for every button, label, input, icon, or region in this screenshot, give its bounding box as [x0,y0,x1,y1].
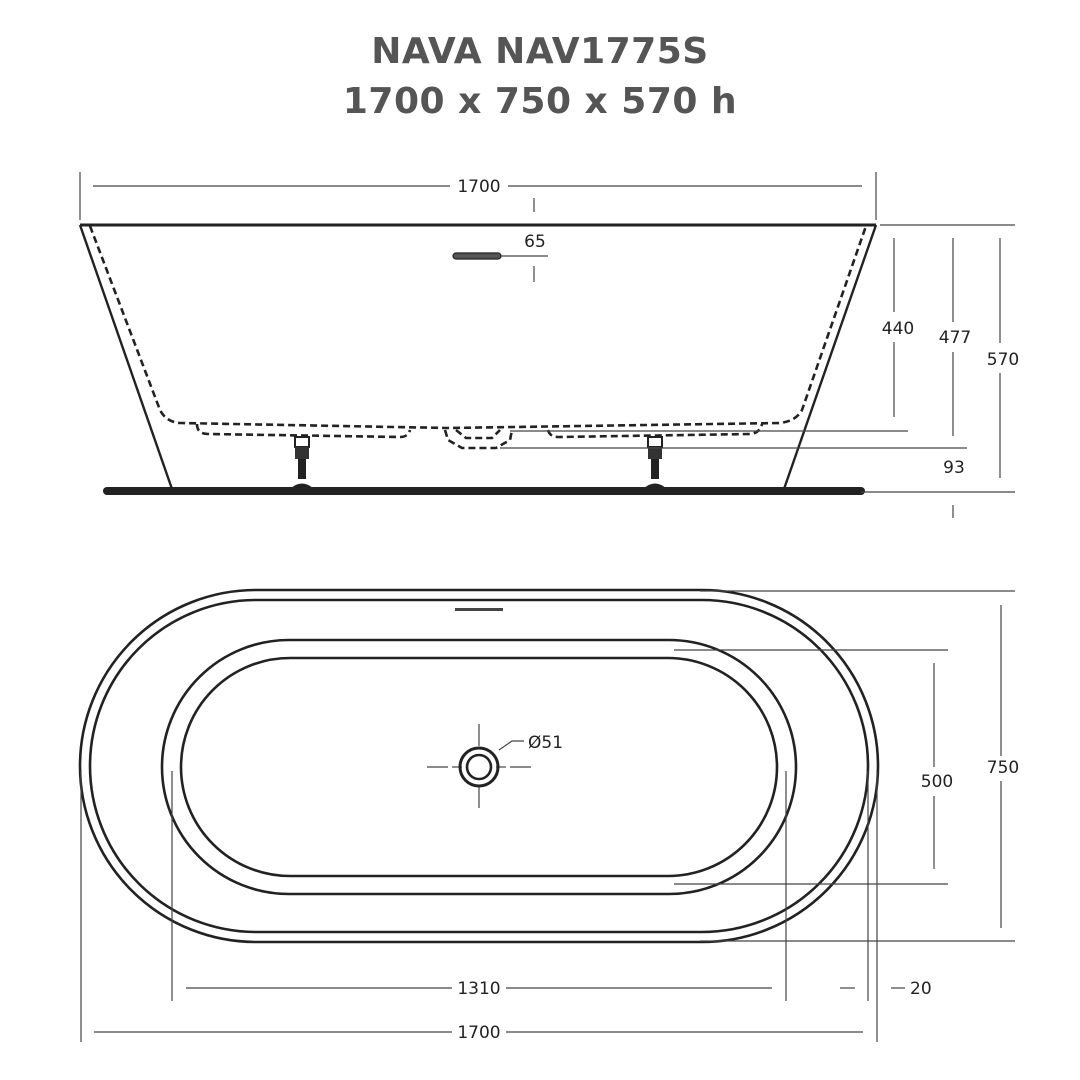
drain-depth-label: 477 [939,328,971,348]
size-title: 1700 x 750 x 570 h [342,81,738,122]
drain-clearance-label: 93 [943,458,965,478]
drain [427,724,531,808]
side-length-label: 1700 [457,177,500,197]
drain-leader [498,740,524,751]
adjustable-leg-left [290,436,314,489]
model-title: NAVA NAV1775S [371,31,709,72]
rim-thickness-label: 20 [910,979,932,999]
tub-side-left [78,224,174,490]
adjustable-leg-right [643,436,667,489]
support-frame-right [546,423,764,439]
basin-floor-edge [179,656,779,878]
drain-trap-inner [455,428,501,440]
overflow-slot [452,252,502,260]
basin-top-edge [160,638,798,896]
inner-length-label: 1310 [457,979,500,999]
overall-width-label: 750 [987,758,1019,778]
drain-inner-ring [465,753,493,781]
outer-rim-edge [78,588,880,944]
plan-view: Ø51 500 750 1310 20 1700 [78,588,1019,1043]
outer-rim-inner-edge [88,598,870,934]
overall-height-label: 570 [987,350,1019,370]
drain-trap [443,429,514,450]
plan-length-label: 1700 [457,1023,500,1043]
side-elevation: 1700 65 [78,172,1019,518]
overflow-slot-plan [455,608,503,611]
drain-diameter-label: Ø51 [528,733,563,753]
inner-basin-outline [88,225,868,430]
inner-depth-label: 440 [882,319,914,339]
drain-outer-ring [458,746,500,788]
inner-width-label: 500 [921,772,953,792]
support-frame-left [195,423,412,439]
tub-side-right [782,224,878,490]
overflow-height-label: 65 [524,232,546,252]
